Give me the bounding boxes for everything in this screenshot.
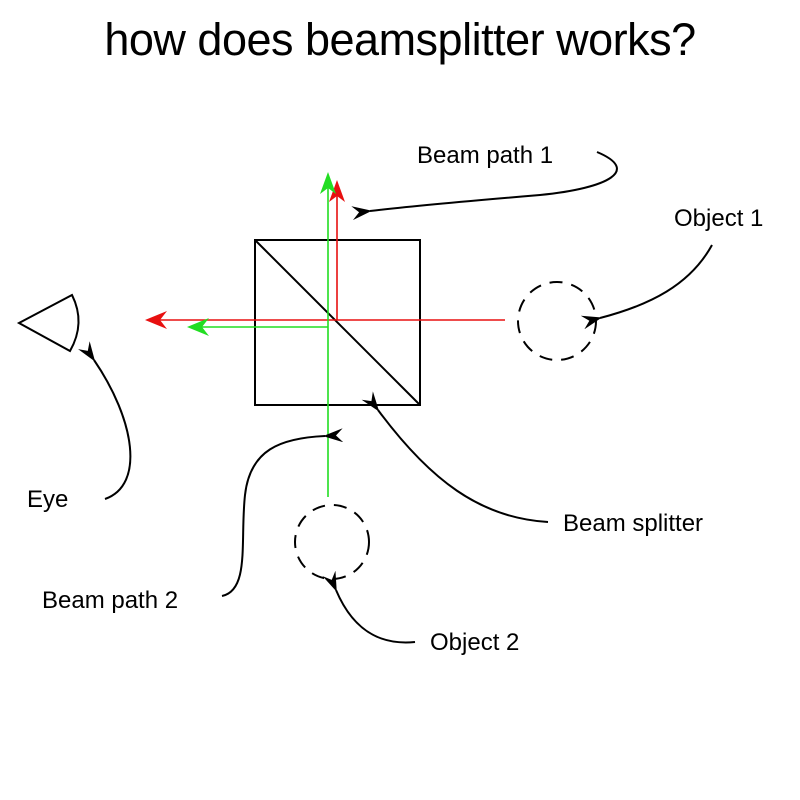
beam-path-2-pointer-arrow xyxy=(221,428,344,597)
eye-pointer-arrow xyxy=(78,341,132,500)
beam-path-1-pointer-arrow xyxy=(351,151,618,221)
beam-path-2-left-arrowhead xyxy=(187,318,209,336)
object-2-pointer-arrow xyxy=(322,570,416,644)
label-beam-path-1: Beam path 1 xyxy=(417,142,553,169)
beam-path-2-up-arrowhead xyxy=(320,172,336,194)
beam-path-2 xyxy=(187,172,336,497)
object-2-circle xyxy=(294,504,370,580)
beam-path-1-left-arrowhead xyxy=(145,311,167,329)
object-1-circle xyxy=(517,281,597,361)
beam-splitter-pointer-arrow xyxy=(361,391,549,523)
label-beam-splitter: Beam splitter xyxy=(563,510,703,537)
diagram-title: how does beamsplitter works? xyxy=(104,14,696,65)
label-object-2: Object 2 xyxy=(430,629,519,656)
object-1-pointer-arrow xyxy=(580,244,713,330)
beam-path-1 xyxy=(145,180,505,329)
label-eye: Eye xyxy=(27,486,68,513)
label-beam-path-2: Beam path 2 xyxy=(42,587,178,614)
beam-splitter-diagonal xyxy=(254,239,421,406)
label-object-1: Object 1 xyxy=(674,205,763,232)
beam-path-1-up-arrowhead xyxy=(329,180,345,202)
eye-icon xyxy=(16,293,80,353)
